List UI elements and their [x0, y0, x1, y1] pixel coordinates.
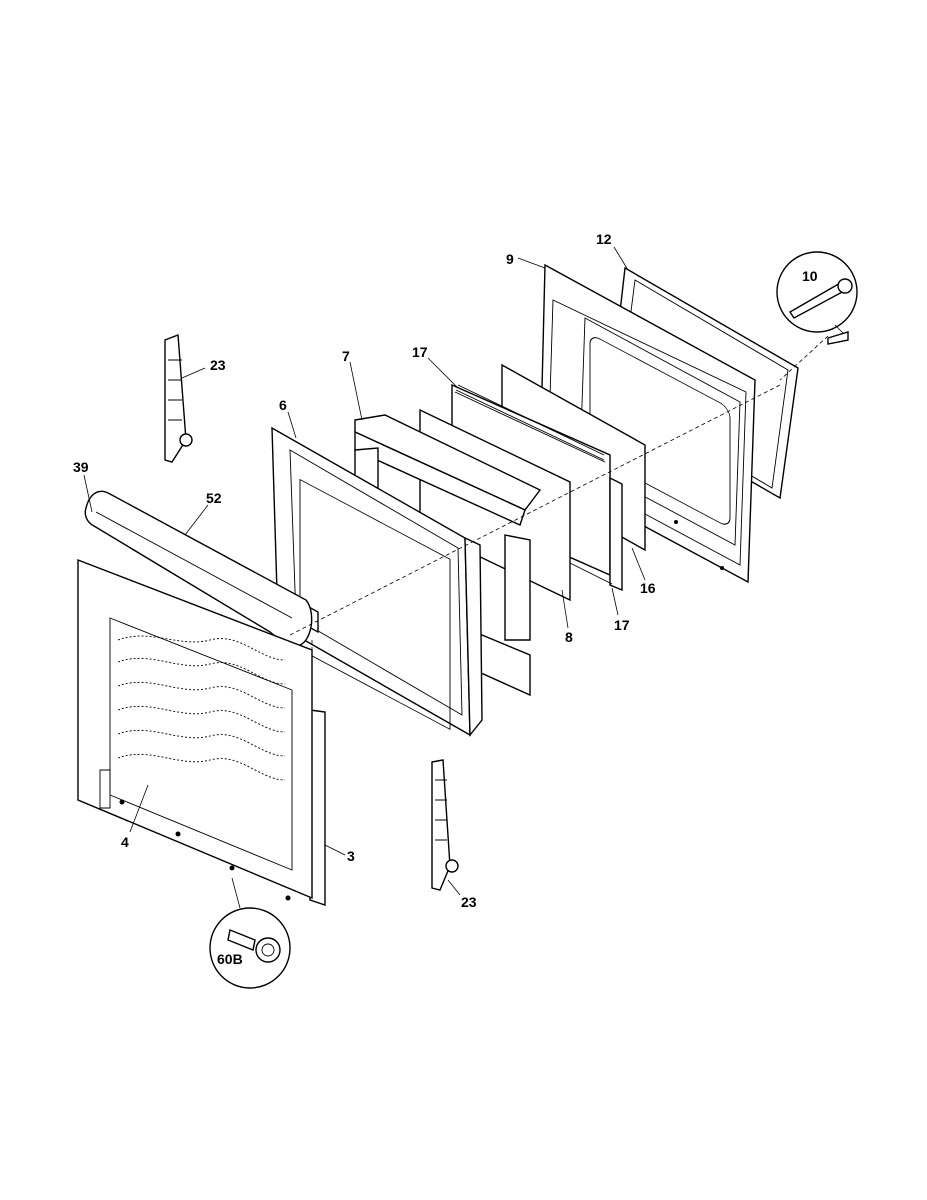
alignment-lines — [289, 335, 829, 712]
label-part-8: 8 — [565, 629, 573, 645]
part-23-hinge-top — [164, 334, 193, 463]
label-part-17-bottom: 17 — [614, 617, 630, 633]
label-part-16: 16 — [640, 580, 656, 596]
label-part-6: 6 — [279, 397, 287, 413]
label-part-9: 9 — [506, 251, 514, 267]
part-17-glass-bottom — [567, 476, 623, 592]
part-6-frame — [271, 426, 483, 737]
part-labels: 12 9 10 23 7 17 6 39 52 16 17 8 4 3 23 6… — [73, 231, 818, 967]
label-part-12: 12 — [596, 231, 612, 247]
label-part-3: 3 — [347, 848, 355, 864]
part-9-inner-panel — [539, 263, 756, 584]
callout-10 — [776, 251, 858, 345]
label-part-39: 39 — [73, 459, 89, 475]
screw-markers — [119, 799, 291, 901]
callout-60B — [209, 877, 291, 989]
label-part-60B: 60B — [217, 951, 243, 967]
label-part-10: 10 — [802, 268, 818, 284]
label-part-52: 52 — [206, 490, 222, 506]
label-part-4: 4 — [121, 834, 129, 850]
leader-lines — [83, 246, 646, 896]
label-part-17-top: 17 — [412, 344, 428, 360]
label-part-7: 7 — [342, 348, 350, 364]
label-part-23-bottom: 23 — [461, 894, 477, 910]
part-4-outer-panel — [77, 558, 313, 900]
label-part-23-top: 23 — [210, 357, 226, 373]
part-23-hinge-bottom — [431, 759, 459, 891]
part-7-insulation — [354, 414, 542, 697]
